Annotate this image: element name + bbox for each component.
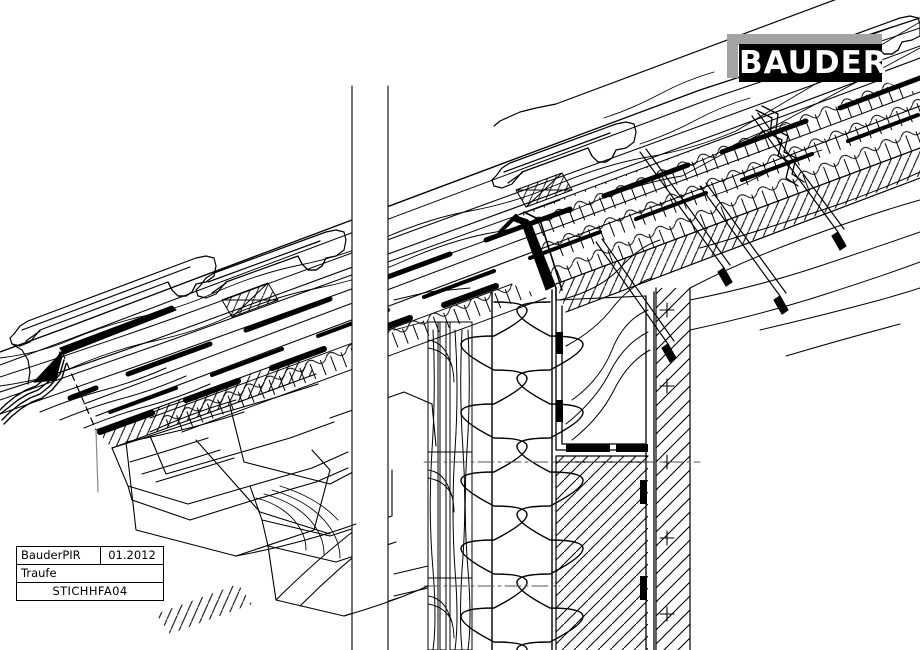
product-name: BauderPIR [17,547,101,564]
bauder-logo: BAUDER [727,34,888,82]
detail-name: Traufe [21,566,57,580]
title-block: BauderPIR 01.2012 Traufe STICHHFA04 [16,546,164,601]
title-block-row-product: BauderPIR 01.2012 [17,547,163,565]
drawing-code: STICHHFA04 [52,584,128,598]
title-block-row-detail: Traufe [17,565,163,583]
title-block-row-code: STICHHFA04 [17,583,163,600]
revision-date: 01.2012 [108,548,156,562]
logo-bracket [727,34,882,78]
logo-wordmark: BAUDER [739,44,888,82]
